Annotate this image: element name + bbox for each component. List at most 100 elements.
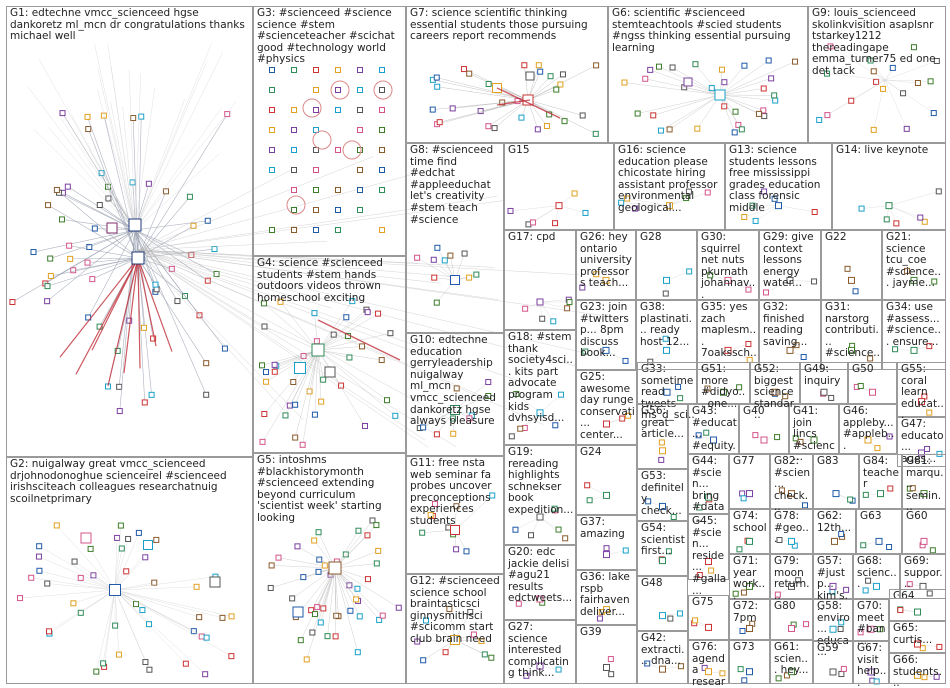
group-g81: G81: marqu... semin...	[902, 454, 946, 513]
node	[373, 522, 380, 529]
node	[579, 112, 586, 119]
node	[423, 617, 430, 624]
node	[738, 126, 745, 133]
group-label: G57: #justp... kim's...	[817, 555, 848, 614]
node	[313, 87, 319, 93]
edge	[134, 87, 156, 231]
edge	[110, 101, 136, 231]
edge	[137, 249, 440, 362]
edge	[861, 205, 890, 209]
group-label: G56: great article...	[641, 405, 684, 441]
node	[885, 202, 893, 210]
node	[704, 385, 711, 392]
group-g58: G58: enviro... educa...	[813, 599, 853, 658]
node	[659, 447, 666, 455]
node	[752, 217, 759, 224]
edge	[884, 79, 907, 129]
node	[36, 567, 43, 574]
node	[762, 289, 769, 296]
node	[786, 276, 794, 284]
node	[450, 525, 460, 535]
group-g45: G45: #scien... reside... #galla...	[688, 514, 729, 596]
edge	[134, 220, 208, 231]
node	[917, 214, 924, 221]
node	[431, 500, 438, 507]
group-label: G62: 12th...	[817, 510, 852, 534]
node	[379, 227, 385, 233]
node	[313, 107, 319, 113]
group-label: G75	[692, 596, 714, 608]
node	[685, 188, 692, 195]
edge	[317, 349, 396, 417]
group-label: G30: squirrel net nuts pkurnath johannav…	[701, 231, 756, 301]
strong-edge	[107, 257, 139, 386]
edge	[70, 257, 139, 260]
node	[53, 522, 60, 529]
node	[707, 272, 714, 279]
node	[114, 347, 121, 354]
edge	[323, 567, 336, 609]
group-g36: G36: lake rspb fairhaven deliver...	[576, 570, 637, 625]
node	[420, 424, 427, 431]
group-label: G3: #scienceed #science science #stem #s…	[257, 7, 399, 66]
edge	[47, 204, 139, 259]
node	[740, 589, 747, 596]
node	[903, 267, 910, 274]
group-g13: G13: science students lessons free missi…	[725, 143, 832, 230]
node	[667, 615, 674, 622]
edge	[510, 205, 560, 212]
node	[752, 432, 759, 439]
node	[228, 613, 235, 620]
node	[860, 542, 867, 549]
node	[910, 346, 918, 354]
node	[624, 195, 631, 202]
edge	[137, 249, 426, 441]
node	[324, 366, 336, 378]
node	[732, 590, 739, 597]
node	[746, 537, 753, 545]
group-g46: G46: appleby... #appleb...	[839, 404, 897, 454]
node	[686, 268, 693, 275]
node	[262, 369, 269, 376]
edge	[697, 94, 721, 129]
node	[263, 378, 270, 385]
node	[369, 517, 376, 524]
node	[269, 227, 275, 233]
group-label: G55: coral learn educat...	[901, 363, 944, 422]
node	[792, 58, 799, 65]
node	[811, 278, 818, 285]
group-label: G24	[580, 446, 602, 458]
group-label: G9: louis_scienceed skolinkvisition asap…	[812, 7, 939, 77]
node	[918, 398, 925, 406]
group-label: G80	[774, 600, 796, 612]
node	[364, 576, 371, 583]
node	[378, 357, 385, 364]
edge	[27, 86, 136, 231]
node	[357, 167, 363, 173]
node	[528, 532, 535, 539]
node	[909, 485, 916, 492]
node	[719, 670, 726, 677]
edge	[137, 249, 611, 317]
node	[36, 543, 43, 550]
group-g7: G7: science scientific thinking essentia…	[406, 6, 608, 143]
edge	[884, 47, 915, 81]
group-label: G81: marqu... semin...	[906, 455, 944, 514]
edge	[867, 436, 890, 441]
edge	[826, 73, 886, 81]
group-g10: G10: edtechne education gerryleadership …	[406, 333, 504, 456]
node	[760, 107, 767, 114]
node	[221, 345, 228, 352]
edge	[72, 128, 136, 231]
node	[647, 358, 654, 365]
edge	[114, 589, 206, 675]
node	[788, 668, 795, 676]
node	[555, 666, 562, 673]
group-label: G71: year work...	[733, 555, 766, 602]
node	[373, 560, 380, 567]
edge	[20, 589, 116, 599]
edge	[114, 548, 123, 591]
node	[100, 660, 107, 667]
node	[647, 66, 654, 73]
node	[379, 187, 385, 193]
